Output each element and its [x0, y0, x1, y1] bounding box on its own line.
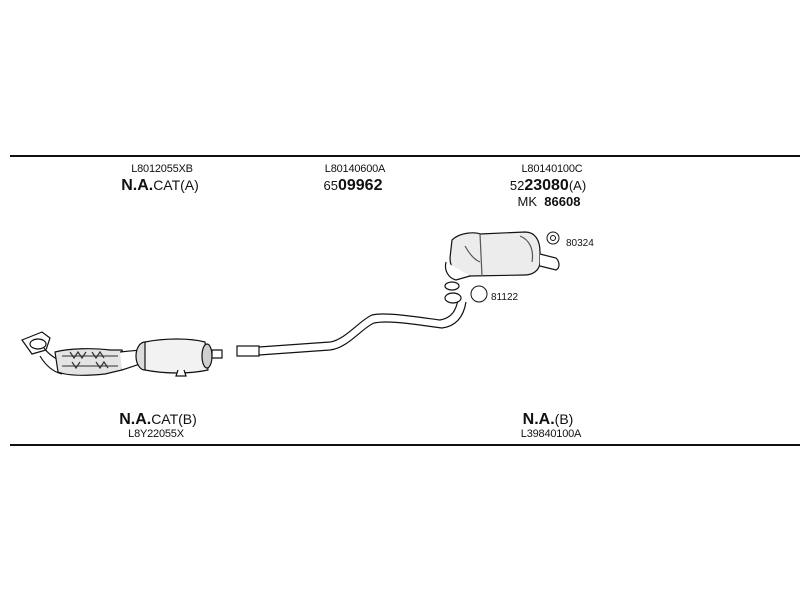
bracket-part-number: 80324	[566, 238, 594, 249]
mounting-kit-label: MK 86608	[518, 194, 581, 209]
part-code-middle: L80140600A	[324, 163, 386, 175]
part-number-right: 5223080(A)	[510, 177, 586, 195]
number-bold: 23080	[524, 177, 569, 194]
number-prefix: 52	[509, 178, 525, 193]
part-status-bottom-right: N.A.(B)	[523, 411, 574, 429]
kit-prefix: MK	[517, 194, 538, 209]
part-code-right: L80140100C	[521, 163, 583, 175]
ring-part-number: 81122	[491, 292, 519, 303]
number-bold: 09962	[337, 177, 383, 194]
part-code-left: L8012055XB	[131, 163, 193, 175]
bracket-callout: 80324	[546, 231, 594, 249]
status-suffix: (B)	[554, 411, 574, 427]
status-suffix: CAT(B)	[151, 411, 197, 427]
status-prefix: N.A.	[121, 177, 154, 194]
part-code-bottom-left: L8Y22055X	[128, 428, 184, 440]
bracket-icon	[546, 231, 560, 245]
status-prefix: N.A.	[119, 411, 152, 428]
rear-silencer	[444, 231, 560, 304]
part-status-bottom-left: N.A.CAT(B)	[119, 411, 197, 429]
kit-number: 86608	[544, 194, 581, 209]
number-suffix: (A)	[568, 178, 587, 193]
status-prefix: N.A.	[522, 411, 555, 428]
sealing-ring-icon	[470, 285, 488, 303]
bottom-rule	[10, 444, 800, 446]
part-code-bottom-right: L39840100A	[520, 428, 582, 440]
status-suffix: CAT(A)	[153, 177, 199, 193]
middle-pipe	[236, 299, 467, 357]
ring-callout: 81122	[470, 285, 519, 303]
top-rule	[10, 155, 800, 157]
catalytic-converter-rear	[135, 338, 223, 377]
part-number-middle: 6509962	[324, 177, 383, 195]
number-prefix: 65	[323, 178, 338, 193]
catalytic-converter-front-pipe	[21, 331, 141, 376]
part-status-left: N.A.CAT(A)	[121, 177, 199, 195]
